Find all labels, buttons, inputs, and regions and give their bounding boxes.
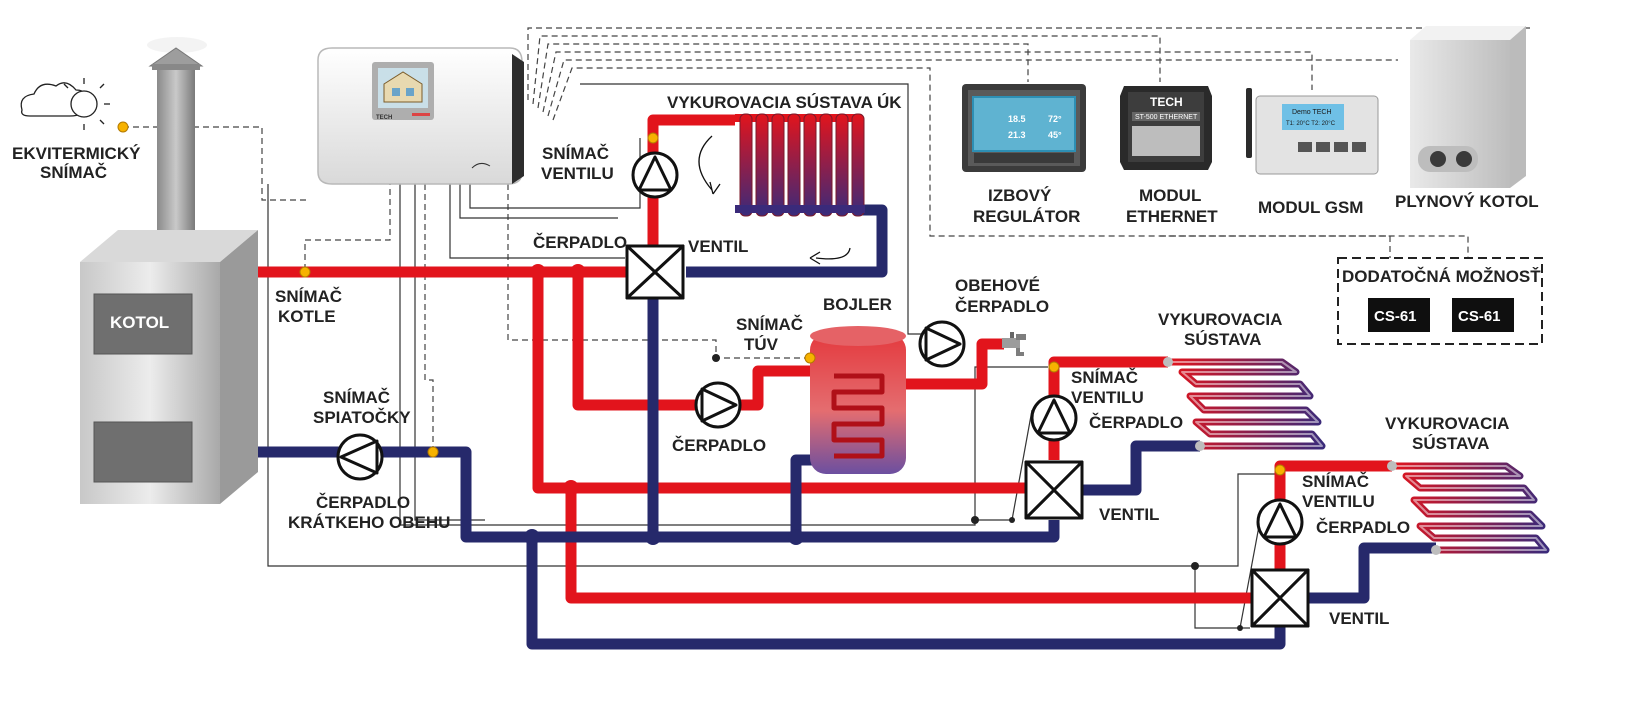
return-pipes [255,204,1436,650]
valve-sensor-1-label-2: VENTILU [1071,388,1144,407]
extra-option-title: DODATOČNÁ MOŽNOSŤ [1342,267,1541,286]
valve-sensor-2 [1274,464,1286,476]
cs61-module-1: CS-61 [1374,308,1417,325]
ethernet-module-label-2: ETHERNET [1126,207,1218,226]
valve-2 [1250,568,1310,628]
room-value-1: 18.5 [1008,114,1026,124]
outdoor-sensor-label-1: EKVITERMICKÝ [12,144,141,163]
valve-sensor-1-label-1: SNÍMAČ [1071,368,1138,387]
gas-boiler-device [1410,26,1526,188]
room-value-2: 21.3 [1008,130,1026,140]
gsm-module-device: Demo TECH T1: 20°C T2: 20°C [1246,88,1379,175]
floor-system-2-label-1: VYKUROVACIA [1385,414,1509,433]
chimney [147,37,207,252]
return-sensor-label-1: SNÍMAČ [323,388,390,407]
valve-1 [1024,460,1084,520]
flow-arrows [698,135,851,265]
floor-heating-loop-1 [1163,357,1326,451]
valve-sensor-2-label-2: VENTILU [1302,492,1375,511]
short-circuit-pump-label-2: KRÁTKEHO OBEHU [288,513,450,532]
boiler-sensor-label-1: SNÍMAČ [275,287,342,306]
room-regulator-label-2: REGULÁTOR [973,207,1080,226]
valve-sensor-2-label-1: SNÍMAČ [1302,472,1369,491]
extra-option-box [1337,257,1543,345]
dhw-sensor-label-2: TÚV [744,335,779,354]
dhw-sensor-label-1: SNÍMAČ [736,315,803,334]
pump-2 [1256,498,1304,546]
controller-brand: TECH [376,115,392,121]
dhw-sensor [804,352,816,364]
room-value-3: 72° [1048,114,1062,124]
dhw-pump-label: ČERPADLO [672,436,766,455]
valve-top-label: VENTIL [688,237,748,256]
dhw-pump [694,381,742,429]
valve-top [625,244,685,300]
outdoor-sensor-label-2: SNÍMAČ [40,163,107,182]
gas-boiler-label: PLYNOVÝ KOTOL [1395,192,1539,211]
cs61-module-2: CS-61 [1458,308,1501,325]
pump-top-label: ČERPADLO [533,233,627,252]
ethernet-module-label-1: MODUL [1139,186,1201,205]
tap-icon [1002,332,1026,356]
pump-top [631,151,679,199]
solid-fuel-boiler [80,230,258,504]
boiler-sensor-label-2: KOTLE [278,307,336,326]
gsm-display-line-1: Demo TECH [1292,109,1332,116]
valve-sensor-top [647,132,659,144]
pump-1-label: ČERPADLO [1089,413,1183,432]
room-regulator-label-1: IZBOVÝ [988,186,1052,205]
hot-water-tank [810,326,906,474]
valve-1-label: VENTIL [1099,505,1159,524]
bojler-label: BOJLER [823,295,892,314]
valve-2-label: VENTIL [1329,609,1389,628]
weather-icon [20,78,110,130]
circulation-pump-label-2: ČERPADLO [955,297,1049,316]
boiler-label: KOTOL [110,313,169,332]
pump-1 [1030,394,1078,442]
floor-heating-loop-2 [1387,461,1550,555]
room-value-4: 45° [1048,130,1062,140]
gsm-display-line-2: T1: 20°C T2: 20°C [1286,121,1336,127]
return-sensor [427,446,439,458]
ethernet-model: ST-500 ETHERNET [1135,114,1198,121]
valve-sensor-top-label-2: VENTILU [541,164,614,183]
pump-2-label: ČERPADLO [1316,518,1410,537]
ethernet-module-device: TECH ST-500 ETHERNET [1120,86,1212,170]
ch-system-title: VYKUROVACIA SÚSTAVA ÚK [667,93,902,112]
valve-sensor-top-label-1: SNÍMAČ [542,144,609,163]
gsm-module-label: MODUL GSM [1258,198,1363,217]
short-circuit-pump-label-1: ČERPADLO [316,493,410,512]
floor-system-1-label-1: VYKUROVACIA [1158,310,1282,329]
radiator [735,113,865,217]
short-circuit-pump [336,433,384,481]
return-sensor-label-2: SPIATOČKY [313,408,411,427]
circulation-pump-label-1: OBEHOVÉ [955,276,1040,295]
floor-system-1-label-2: SÚSTAVA [1184,330,1261,349]
ethernet-brand: TECH [1150,95,1183,109]
floor-system-2-label-2: SÚSTAVA [1412,434,1489,453]
pipe-junctions [524,264,1243,631]
main-controller: TECH [317,47,524,185]
boiler-sensor [299,266,311,278]
control-wires [123,27,1530,452]
room-regulator-device: 18.5 21.3 72° 45° [962,84,1086,172]
circulation-pump [918,320,966,368]
valve-sensor-1 [1048,361,1060,373]
outdoor-sensor [117,121,129,133]
